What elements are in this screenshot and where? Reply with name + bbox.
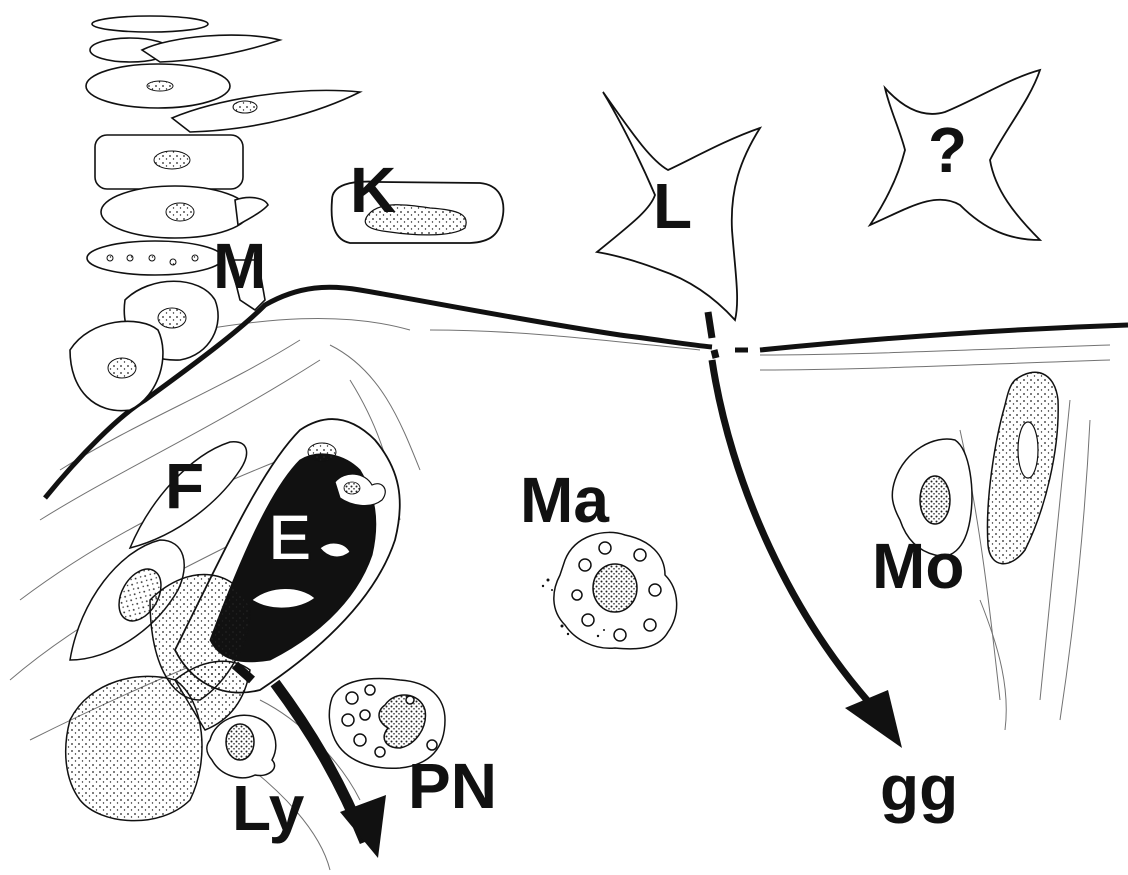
label-gg: gg	[880, 752, 958, 824]
label-l: L	[653, 170, 692, 242]
arrow-l-head	[845, 690, 902, 748]
macrophage-cell	[542, 532, 677, 648]
epidermis-cells	[70, 16, 360, 411]
label-ly: Ly	[232, 772, 305, 844]
label-unknown: ?	[928, 114, 967, 186]
label-m: M	[213, 230, 266, 302]
l-cell-crossing	[708, 312, 716, 358]
arrow-l-migration	[712, 360, 885, 720]
label-f: F	[165, 450, 204, 522]
label-ma: Ma	[520, 464, 609, 536]
label-mo: Mo	[872, 530, 964, 602]
label-k: K	[350, 154, 396, 226]
label-e: E	[268, 500, 312, 574]
label-pn: PN	[408, 750, 497, 822]
